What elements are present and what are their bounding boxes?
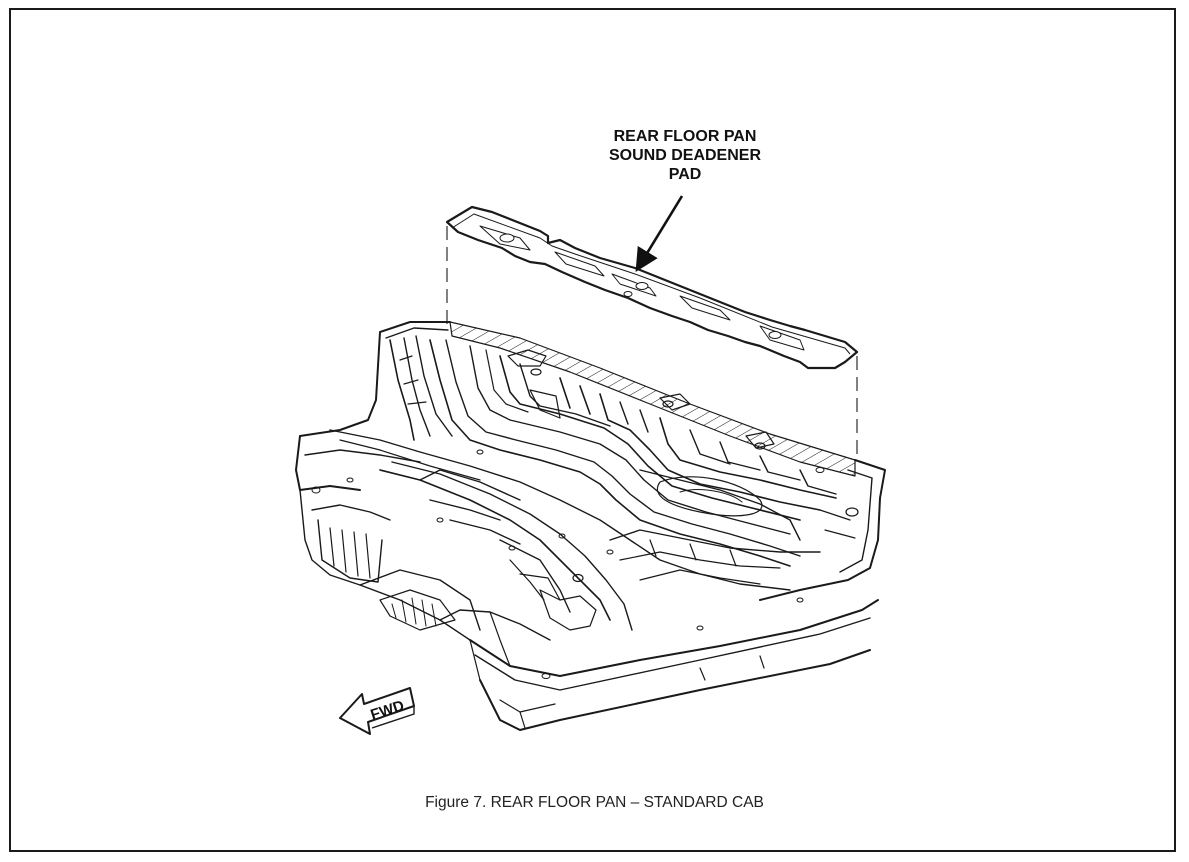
alignment-dash-lines [446,226,858,458]
callout-arrow-icon [635,195,684,272]
sound-deadener-pad-callout: REAR FLOOR PAN SOUND DEADENER PAD [560,127,810,184]
sound-deadener-pad [445,205,859,370]
figure-caption: Figure 7. REAR FLOOR PAN – STANDARD CAB [425,794,764,811]
rear-wall-hatch [449,321,856,477]
callout-line-3: PAD [668,166,702,183]
forward-direction-arrow-icon [339,687,415,735]
callout-line-1: REAR FLOOR PAN [613,128,757,145]
floor-pan-body [295,321,886,731]
callout-line-2: SOUND DEADENER [608,147,761,164]
figure-frame [9,8,1176,852]
